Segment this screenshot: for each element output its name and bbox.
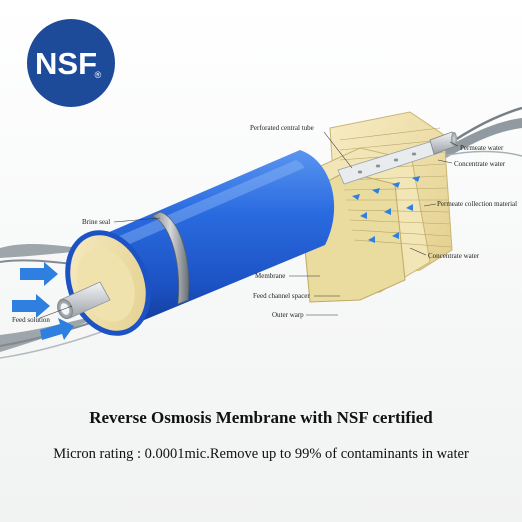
cutaway-layers <box>299 111 457 303</box>
label-permeate-collection-material: Permeate collection material <box>437 200 517 208</box>
label-feed-channel-spacer: Feed channel spacer <box>253 292 310 300</box>
callout-lines <box>39 131 459 319</box>
callout-labels: Perforated central tube Permeate water C… <box>12 124 517 324</box>
registered-mark: ® <box>95 70 102 80</box>
label-feed-solution: Feed solution <box>12 316 50 324</box>
label-concentrate-water-lower: Concentrate water <box>428 252 480 260</box>
nsf-logo-text: NSF <box>35 46 97 81</box>
permeate-water-stream <box>440 106 522 158</box>
label-brine-seal: Brine seal <box>82 218 110 226</box>
label-concentrate-water: Concentrate water <box>454 160 506 168</box>
membrane-housing <box>57 150 335 336</box>
label-outer-warp: Outer warp <box>272 311 304 319</box>
label-permeate-water: Permeate water <box>460 144 504 152</box>
ro-membrane-diagram: NSF ® <box>0 19 522 359</box>
caption-title: Reverse Osmosis Membrane with NSF certif… <box>89 408 433 427</box>
label-membrane: Membrane <box>255 272 285 280</box>
label-perforated-central-tube: Perforated central tube <box>250 124 314 132</box>
nsf-logo: NSF ® <box>27 19 115 107</box>
feed-arrows <box>12 262 74 340</box>
caption-detail: Micron rating : 0.0001mic.Remove up to 9… <box>53 446 469 462</box>
